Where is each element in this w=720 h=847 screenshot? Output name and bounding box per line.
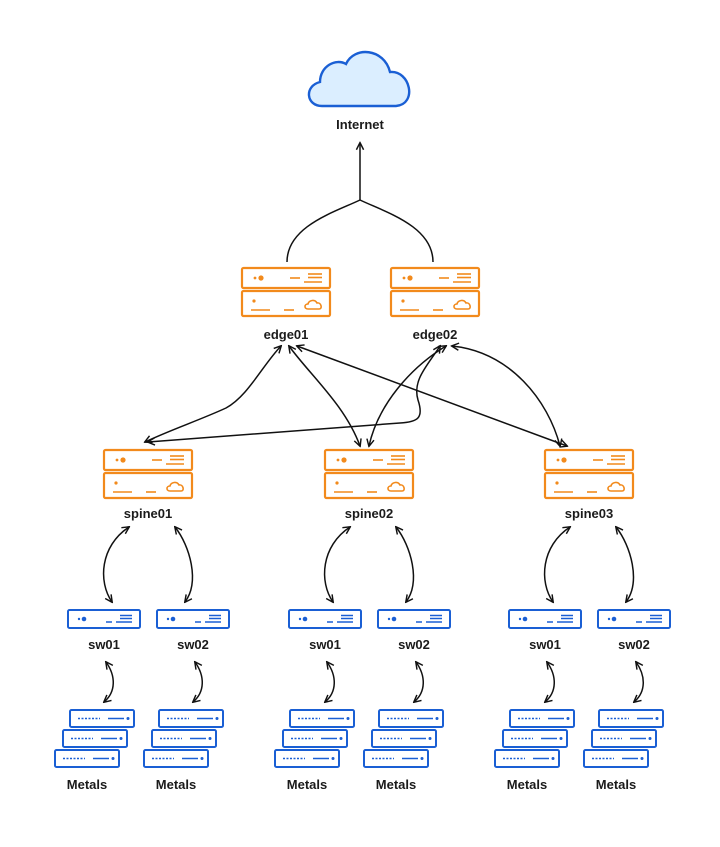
spine01-label: spine01	[124, 506, 172, 521]
link-edge02-spine02	[369, 346, 446, 446]
edge-spine-links	[145, 346, 567, 446]
link-spine02-sw01	[323, 527, 350, 602]
metals-label: Metals	[596, 777, 636, 792]
sw02-label: sw02	[618, 637, 650, 652]
router-icon	[323, 448, 415, 500]
server-stack-icon	[143, 709, 224, 768]
link-edge01-spine01	[145, 346, 281, 442]
metals-label: Metals	[287, 777, 327, 792]
internet-node: Internet	[307, 50, 411, 132]
sw01-label: sw01	[309, 637, 341, 652]
spine02-label: spine02	[345, 506, 393, 521]
uplink-edge02	[359, 199, 434, 263]
sw02-label: sw02	[398, 637, 430, 652]
metals-stack[interactable]: Metals	[494, 709, 575, 792]
switch-icon	[156, 609, 230, 629]
metals-label: Metals	[156, 777, 196, 792]
metals-label: Metals	[67, 777, 107, 792]
link-edge01-spine03	[297, 346, 567, 446]
spine-router-spine02[interactable]: spine02	[323, 448, 415, 521]
link-sw-metals	[414, 662, 424, 702]
switch-spine02-sw01[interactable]: sw01	[288, 609, 362, 652]
switch-spine02-sw02[interactable]: sw02	[377, 609, 451, 652]
router-icon	[389, 266, 481, 318]
switch-spine03-sw02[interactable]: sw02	[597, 609, 671, 652]
link-spine01-sw01	[102, 527, 129, 602]
metals-stack[interactable]: Metals	[54, 709, 135, 792]
uplink-edge01	[286, 199, 361, 263]
sw01-label: sw01	[529, 637, 561, 652]
link-edge02-spine03	[452, 346, 560, 446]
edge02-label: edge02	[413, 327, 458, 342]
link-spine01-sw02	[175, 527, 194, 602]
spine03-label: spine03	[565, 506, 613, 521]
edge-router-edge02[interactable]: edge02	[389, 266, 481, 342]
server-stack-icon	[583, 709, 664, 768]
router-icon	[240, 266, 332, 318]
metals-label: Metals	[376, 777, 416, 792]
edge01-label: edge01	[264, 327, 309, 342]
link-sw-metals	[104, 662, 114, 702]
internet-uplinks	[286, 143, 434, 263]
sw02-label: sw02	[177, 637, 209, 652]
server-stack-icon	[54, 709, 135, 768]
link-spine03-sw01	[543, 527, 570, 602]
cloud-icon	[307, 50, 411, 108]
server-stack-icon	[274, 709, 355, 768]
switch-metal-links	[104, 662, 644, 702]
switch-spine01-sw02[interactable]: sw02	[156, 609, 230, 652]
spine-switch-links	[102, 527, 635, 602]
metals-stack[interactable]: Metals	[143, 709, 224, 792]
metals-stack[interactable]: Metals	[274, 709, 355, 792]
metals-stack[interactable]: Metals	[363, 709, 444, 792]
switch-icon	[377, 609, 451, 629]
switch-icon	[288, 609, 362, 629]
link-spine02-sw02	[396, 527, 415, 602]
router-icon	[102, 448, 194, 500]
sw01-label: sw01	[88, 637, 120, 652]
spine-router-spine03[interactable]: spine03	[543, 448, 635, 521]
router-icon	[543, 448, 635, 500]
switch-icon	[508, 609, 582, 629]
link-sw-metals	[193, 662, 203, 702]
link-spine03-sw02	[616, 527, 635, 602]
metals-label: Metals	[507, 777, 547, 792]
server-stack-icon	[363, 709, 444, 768]
spine-router-spine01[interactable]: spine01	[102, 448, 194, 521]
switch-spine03-sw01[interactable]: sw01	[508, 609, 582, 652]
internet-label: Internet	[336, 117, 384, 132]
switch-icon	[597, 609, 671, 629]
server-stack-icon	[494, 709, 575, 768]
switch-spine01-sw01[interactable]: sw01	[67, 609, 141, 652]
edge-router-edge01[interactable]: edge01	[240, 266, 332, 342]
link-sw-metals	[634, 662, 644, 702]
switch-icon	[67, 609, 141, 629]
link-sw-metals	[545, 662, 555, 702]
link-edge02-spine01	[148, 346, 440, 442]
metals-stack[interactable]: Metals	[583, 709, 664, 792]
link-sw-metals	[325, 662, 335, 702]
